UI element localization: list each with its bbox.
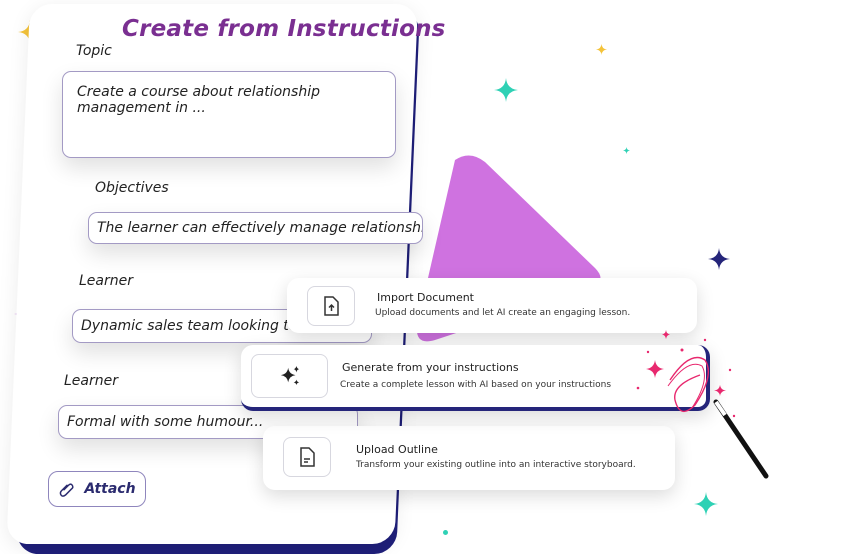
panel-title: Create from Instructions [122, 16, 446, 42]
option-title: Import Document [377, 291, 474, 304]
option-description: Transform your existing outline into an … [356, 460, 636, 470]
option-description: Upload documents and let AI create an en… [375, 308, 631, 318]
option-title: Upload Outline [356, 443, 438, 456]
import-document-option[interactable]: Import Document Upload documents and let… [287, 278, 697, 333]
learner-label: Learner [79, 273, 133, 289]
attach-button[interactable]: Attach [48, 471, 146, 507]
document-upload-icon [307, 286, 355, 326]
attach-label: Attach [84, 481, 136, 497]
option-title: Generate from your instructions [342, 361, 519, 374]
topic-label: Topic [76, 43, 112, 59]
teal-sparkle-icon [494, 78, 518, 102]
navy-sparkle-icon [708, 248, 730, 270]
small-gold-sparkle-icon [596, 44, 607, 55]
generate-from-instructions-option[interactable]: Generate from your instructions Create a… [241, 345, 710, 411]
upload-outline-option[interactable]: Upload Outline Transform your existing o… [263, 426, 675, 490]
topic-input[interactable]: Create a course about relationship manag… [62, 71, 396, 158]
learner-label: Learner [64, 373, 118, 389]
objectives-input[interactable]: The learner can effectively manage relat… [88, 212, 423, 244]
objectives-label: Objectives [95, 180, 169, 196]
paperclip-icon [60, 483, 75, 497]
tiny-teal-sparkle-icon [623, 147, 630, 154]
teal-dot [443, 530, 448, 535]
option-description: Create a complete lesson with AI based o… [340, 380, 612, 390]
teal-sparkle-bottom-icon [694, 492, 718, 516]
outline-document-icon [283, 437, 331, 477]
magic-wand-icon [636, 330, 769, 479]
sparkles-icon [251, 354, 328, 398]
